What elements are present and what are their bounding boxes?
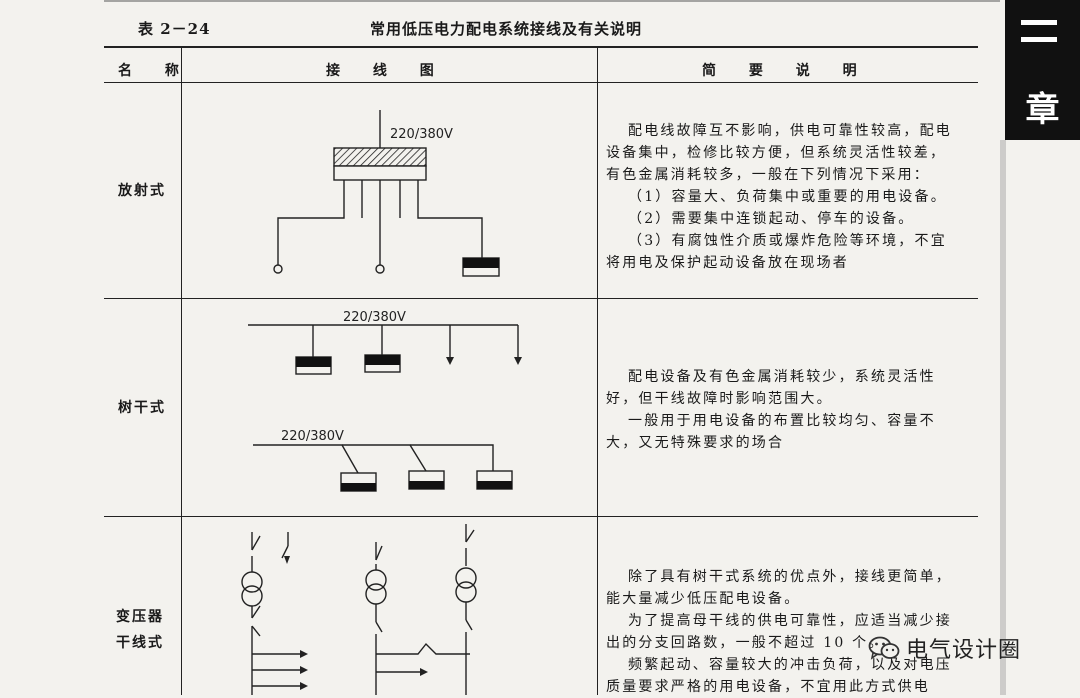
- page-binding-edge: [1000, 140, 1006, 695]
- transformer-trunk-wiring-diagram: [241, 524, 477, 695]
- description-line: （2）需要集中连锁起动、停车的设备。: [628, 211, 915, 227]
- description-radial: 配电线故障互不影响，供电可靠性较高，配电 设备集中，检修比较方便，但系统灵活性较…: [606, 120, 976, 274]
- column-header-description: 简 要 说 明: [702, 63, 871, 79]
- description-line: 配电设备及有色金属消耗较少，系统灵活性: [628, 369, 936, 385]
- branch-1: [277, 180, 345, 265]
- description-line: （3）有腐蚀性介质或爆炸危险等环境，不宜: [628, 233, 947, 249]
- chapter-tab: 章: [1005, 0, 1080, 140]
- tie-switch: [376, 642, 470, 655]
- chapter-label: 章: [1025, 90, 1060, 130]
- column-divider-2: [597, 46, 598, 695]
- voltage-label: 220/380V: [390, 127, 453, 142]
- voltage-label-bottom: 220/380V: [281, 429, 344, 444]
- switchboard-body: [333, 165, 427, 181]
- table-top-rule: [104, 46, 978, 48]
- description-line: 出的分支回路数，一般不超过 10 个。: [606, 635, 885, 651]
- watermark: 电气设计圈: [868, 633, 1021, 663]
- trunk-line-bottom: [253, 444, 359, 474]
- description-line: 除了具有树干式系统的优点外，接线更简单，: [628, 569, 952, 585]
- radial-wiring-diagram: 220/380V: [273, 110, 500, 277]
- wechat-icon: [868, 636, 900, 660]
- description-line: 能大量减少低压配电设备。: [606, 591, 801, 607]
- row-name-line-1: 变压器: [116, 609, 164, 625]
- description-line: 配电线故障互不影响，供电可靠性较高，配电: [628, 123, 952, 139]
- transformer-1-lower: [241, 585, 263, 607]
- row-separator-1: [104, 298, 978, 299]
- description-line: 大，又无特殊要求的场合: [606, 435, 785, 451]
- page-top-edge: [104, 0, 1000, 2]
- branch-5: [417, 180, 483, 258]
- transformer-2-upper: [365, 569, 387, 591]
- description-line: 将用电及保护起动设备放在现场者: [606, 255, 849, 271]
- description-trunk: 配电设备及有色金属消耗较少，系统灵活性 好，但干线故障时影响范围大。 一般用于用…: [606, 366, 976, 454]
- chapter-number-glyph: [1021, 20, 1057, 42]
- watermark-text: 电气设计圈: [906, 638, 1022, 663]
- motor-load-2: [375, 264, 385, 274]
- description-line: 设备集中，检修比较方便，但系统灵活性较差，: [606, 145, 947, 161]
- transformer-1-upper: [241, 571, 263, 593]
- description-line: 频繁起动、容量较大的冲击负荷，以及对电压: [628, 657, 952, 673]
- transformer-2-lower: [365, 583, 387, 605]
- row-name-line-2: 干线式: [116, 635, 164, 651]
- row-name-radial: 放射式: [118, 183, 166, 199]
- row-name-transformer-trunk: 变压器 干线式: [116, 604, 164, 656]
- header-bottom-rule: [104, 82, 978, 83]
- description-line: 好，但干线故障时影响范围大。: [606, 391, 833, 407]
- switchboard-hatched: [333, 147, 427, 167]
- description-transformer-trunk: 除了具有树干式系统的优点外，接线更简单， 能大量减少低压配电设备。 为了提高母干…: [606, 566, 976, 698]
- disconnector: [251, 535, 261, 551]
- column-header-name: 名 称: [118, 63, 193, 79]
- column-header-diagram: 接 线 图: [326, 63, 448, 79]
- table-number: 表 2－24: [138, 20, 211, 38]
- table-title: 常用低压电力配电系统接线及有关说明: [370, 20, 643, 38]
- description-line: 一般用于用电设备的布置比较均匀、容量不: [628, 413, 936, 429]
- trunk-wiring-diagram: 220/380V 220/380V: [248, 310, 522, 492]
- description-line: 有色金属消耗较多，一般在下列情况下采用：: [606, 167, 930, 183]
- column-divider-1: [181, 46, 182, 695]
- description-line: 质量要求严格的用电设备，不宜用此方式供电: [606, 679, 930, 695]
- row-separator-2: [104, 516, 978, 517]
- transformer-3-lower: [455, 581, 477, 603]
- voltage-label-top: 220/380V: [343, 310, 406, 325]
- description-line: （1）容量大、负荷集中或重要的用电设备。: [628, 189, 947, 205]
- transformer-3-upper: [455, 567, 477, 589]
- row-name-trunk: 树干式: [118, 400, 166, 416]
- motor-load-1: [273, 264, 283, 274]
- description-line: 为了提高母干线的供电可靠性，应适当减少接: [628, 613, 952, 629]
